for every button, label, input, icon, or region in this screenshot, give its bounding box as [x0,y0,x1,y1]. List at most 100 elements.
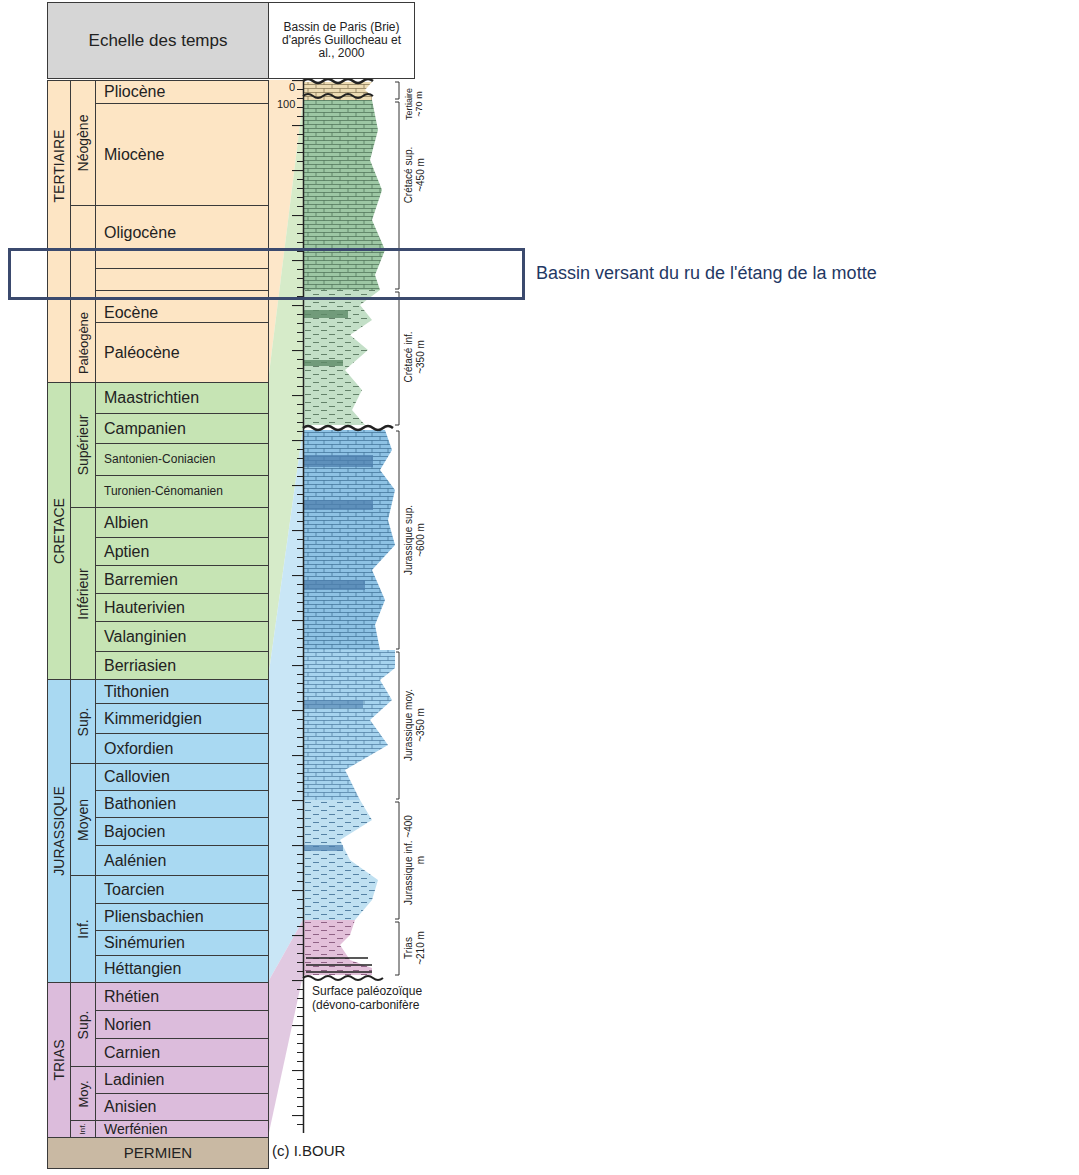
thickness-label: Jurassique sup. ~600 m [403,495,426,585]
highlight-frame: Bassin versant du ru de l'étang de la mo… [8,248,525,300]
period-cell: PERMIEN [47,1137,269,1169]
period-cell: Moyen [70,763,96,876]
cell-label: Pliocène [104,83,165,101]
cell-label: Ladinien [104,1071,165,1089]
thickness-label: Jurassique inf. ~400 m [403,815,426,905]
vertical-label: TRIAS [52,1039,66,1080]
cell-label: Bajocien [104,823,165,841]
period-cell: Sup. [70,679,96,764]
annotation-label: Surface paléozoïque (dévono-carbonifère [312,985,444,1013]
thickness-label: Trias ~210 m [403,928,426,968]
stage-cell: Paléocène [95,322,269,383]
period-cell: Néogène [70,80,96,206]
cell-label: Echelle des temps [89,31,228,50]
vertical-label: Inf. [79,1123,87,1134]
period-cell: Supérieur [70,382,96,508]
stage-cell: Oxfordien [95,733,269,764]
frame-label: Bassin versant du ru de l'étang de la mo… [536,264,877,284]
stage-cell: Sinémurien [95,930,269,956]
cell-label: Aalénien [104,852,166,870]
cell-label: PERMIEN [124,1145,192,1162]
period-cell: Inférieur [70,507,96,680]
vertical-label: Inf. [76,919,90,938]
cell-label: Valanginien [104,628,186,646]
stage-cell: Tithonien [95,679,269,704]
stage-cell: Valanginien [95,621,269,652]
annotation-label: (c) I.BOUR [272,1142,345,1159]
stage-cell: Héttangien [95,955,269,983]
stage-cell: Rhétien [95,982,269,1011]
cell-label: Eocène [104,304,158,322]
cell-label: Callovien [104,768,170,786]
cell-label: Oxfordien [104,740,173,758]
stage-cell: Pliocène [95,80,269,104]
stage-cell: Bajocien [95,817,269,846]
vertical-label: Moyen [76,798,90,840]
header-cell: Bassin de Paris (Brie) d'aprés Guilloche… [268,2,415,79]
thickness-label: Tertiaire ~70 m [404,82,425,126]
period-cell: Moy. [70,1066,96,1121]
vertical-label: Paléogène [77,312,90,374]
stage-cell: Norien [95,1010,269,1039]
period-cell: Sup. [70,982,96,1067]
stage-cell: Turonien-Cénomanien [95,475,269,508]
cell-label: Héttangien [104,960,181,978]
vertical-label: Néogène [76,115,90,172]
vertical-label: Sup. [76,1010,90,1039]
stage-cell: Werfénien [95,1120,269,1138]
cell-label: Werfénien [104,1122,168,1136]
cell-label: Oligocène [104,224,176,242]
stage-cell: Berriasien [95,651,269,680]
cell-label: Kimmeridgien [104,710,202,728]
cell-label: Albien [104,514,148,532]
stage-cell: Aalénien [95,845,269,876]
cell-label: Santonien-Coniacien [104,453,215,466]
annotation-label: 0 [289,81,295,94]
cell-label: Carnien [104,1044,160,1062]
cell-label: Barremien [104,571,178,589]
cell-label: Toarcien [104,881,164,899]
vertical-label: CRETACE [52,498,66,564]
cell-label: Bathonien [104,795,176,813]
stage-cell: Campanien [95,413,269,444]
cell-label: Hauterivien [104,599,185,617]
stage-cell: Barremien [95,565,269,594]
stage-cell: Santonien-Coniacien [95,443,269,476]
cell-label: Pliensbachien [104,908,204,926]
era-cell: TERTIAIRE [47,80,71,383]
cell-label: Maastrichtien [104,389,199,407]
stage-cell: Kimmeridgien [95,703,269,734]
stage-cell: Miocène [95,103,269,206]
thickness-label: Jurassique moy. ~350 m [403,680,426,770]
stage-cell: Oligocène [95,205,269,269]
stage-cell: Eocène [95,290,269,323]
stage-cell: Aptien [95,537,269,566]
thickness-label: Crétacé sup. ~450 m [403,139,426,211]
thickness-label: Crétacé inf. ~350 m [403,321,426,393]
cell-label: Rhétien [104,988,159,1006]
era-cell: CRETACE [47,382,71,680]
cell-label: Aptien [104,543,149,561]
header-cell: Echelle des temps [47,2,269,79]
stage-cell: Hauterivien [95,593,269,622]
cell-label: Tithonien [104,683,169,701]
stage-cell: Ladinien [95,1066,269,1094]
vertical-label: TERTIAIRE [52,130,66,203]
era-cell: TRIAS [47,982,71,1138]
cell-label: Turonien-Cénomanien [104,485,223,498]
cell-label: Campanien [104,420,186,438]
period-cell: Paléogène [70,205,96,383]
cell-label: Sinémurien [104,934,185,952]
stage-cell: Bathonien [95,790,269,818]
vertical-label: JURASSIQUE [52,786,66,875]
stage-cell: Carnien [95,1038,269,1067]
stage-cell: Callovien [95,763,269,791]
cell-label: Anisien [104,1098,156,1116]
stage-cell: Maastrichtien [95,382,269,414]
cell-label: Norien [104,1016,151,1034]
cell-label: Berriasien [104,657,176,675]
era-cell: JURASSIQUE [47,679,71,983]
cell-label: Bassin de Paris (Brie) d'aprés Guilloche… [274,21,410,61]
annotation-label: 100 [277,98,295,111]
